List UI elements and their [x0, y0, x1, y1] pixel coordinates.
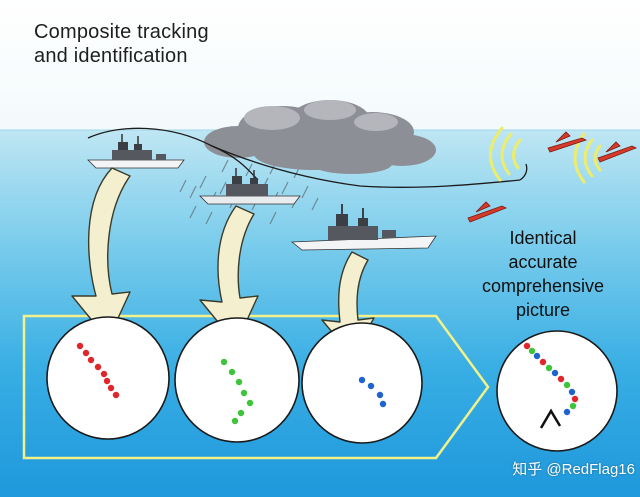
caption-line-3: comprehensive: [481, 276, 605, 296]
composite-frame: [22, 314, 490, 460]
track-display-composite: [496, 330, 618, 452]
missile-icon: [467, 131, 637, 223]
composite-caption: Identical accurate comprehensive picture: [448, 226, 638, 322]
diagram-title: Composite tracking and identification: [34, 20, 274, 68]
track-dots-ship2: [220, 358, 254, 425]
ship-icon: [199, 168, 301, 205]
caption-line-2: accurate: [508, 252, 578, 272]
title-line-1: Composite tracking: [34, 21, 209, 43]
cloud-icon: [204, 100, 436, 174]
data-link-lines: [87, 127, 528, 188]
radar-wave-icon: [489, 126, 602, 184]
track-dots-ship3: [358, 376, 387, 408]
title-line-2: and identification: [34, 45, 188, 67]
track-dots-ship1: [76, 342, 120, 399]
track-dots-composite: [523, 342, 579, 416]
aircraft-symbol-icon: [539, 408, 562, 429]
caption-line-4: picture: [515, 300, 571, 320]
caption-line-1: Identical: [509, 228, 577, 248]
ship-icon: [290, 204, 437, 251]
ship-icon: [87, 134, 185, 169]
watermark: 知乎 @RedFlag16: [512, 461, 635, 478]
